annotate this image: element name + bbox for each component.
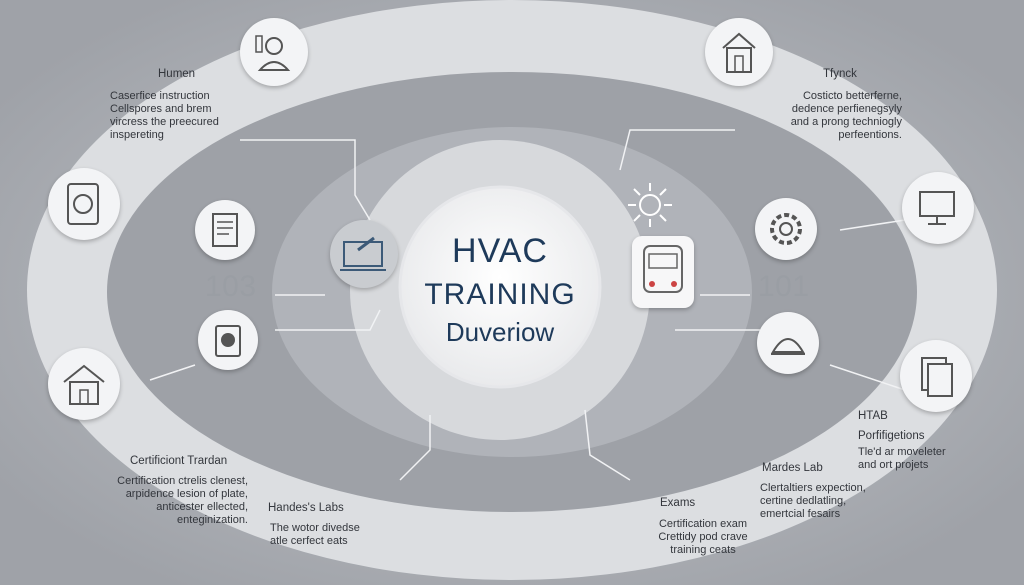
building-icon [705, 18, 773, 86]
top-left-text: Caserfice instruction Cellspores and bre… [110, 90, 219, 141]
connector-top-left [240, 139, 371, 221]
bottom-left-heading: Certificiont Trardan [130, 455, 228, 467]
lab-heading: Mardes Lab [762, 462, 823, 474]
tablet-icon [48, 168, 120, 240]
top-right-text: Costicto betterferne, dedence perfienegs… [790, 90, 902, 141]
left-number: 103 [205, 270, 257, 303]
connector-lines [149, 129, 906, 481]
right-text: Tle'd ar moveleter and ort projets [858, 446, 946, 471]
worker-icon [240, 18, 308, 86]
house-icon [48, 348, 120, 420]
document-icon [195, 200, 255, 260]
right-heading: HTAB [858, 410, 888, 422]
connector-bottom-right [584, 409, 631, 481]
sun-gear-icon [620, 175, 680, 235]
dome-icon [757, 312, 819, 374]
top-left-heading: Humen [158, 68, 196, 80]
labs-heading: Handes's Labs [268, 502, 344, 514]
connector-left-house [149, 364, 196, 381]
right-number: 101 [758, 270, 810, 303]
connector-right-papers [829, 364, 906, 391]
labs-text: The wotor divedse atle cerfect eats [270, 522, 360, 547]
papers-icon [900, 340, 972, 412]
center-circle [398, 185, 602, 389]
connector-right-monitor [839, 219, 906, 231]
connector-bottom-left [399, 415, 431, 481]
lab-text: Clertaltiers expection, certine dedlatli… [760, 482, 866, 520]
top-right-heading: Tfynck [823, 68, 857, 80]
right-subheading: Porfifigetions [858, 430, 925, 442]
exams-heading: Exams [660, 497, 696, 509]
title-line-3: Duveriow [445, 317, 555, 347]
hvac-unit-icon [198, 310, 258, 370]
connector-top-right [619, 129, 735, 171]
connector-left-low [275, 309, 381, 331]
exams-text: Certification exam Crettidy pod crave tr… [658, 518, 748, 556]
title-line-1: HVAC [452, 232, 548, 270]
laptop-tools-icon [330, 220, 398, 288]
monitor-icon [902, 172, 974, 244]
title-line-2: TRAINING [424, 278, 576, 311]
bottom-left-text: Certification ctrelis clenest, arpidence… [117, 475, 248, 526]
bus-icon [632, 236, 694, 308]
gear-icon [755, 198, 817, 260]
